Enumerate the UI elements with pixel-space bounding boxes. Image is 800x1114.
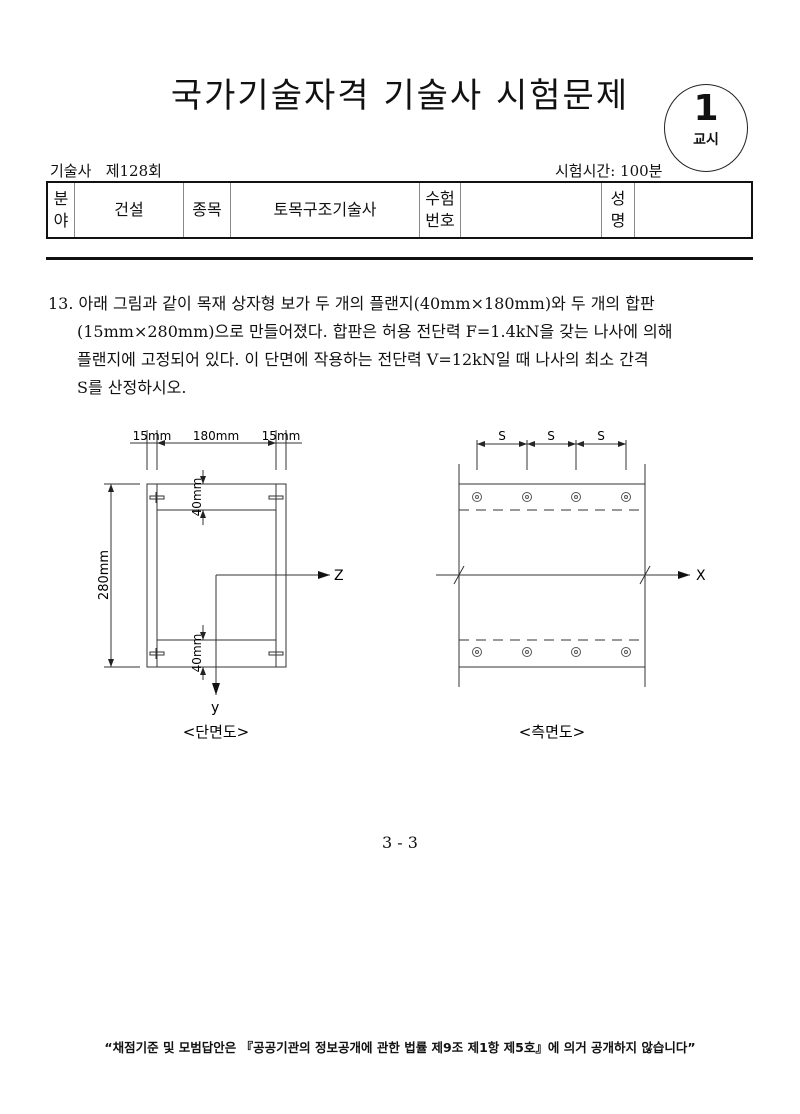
name-field[interactable] xyxy=(634,181,753,239)
exam-number-field[interactable] xyxy=(460,181,602,239)
field-value: 건설 xyxy=(74,181,184,239)
side-caption: <측면도> xyxy=(519,723,586,741)
question-line: 플랜지에 고정되어 있다. 이 단면에 작용하는 전단력 V=12kN일 때 나… xyxy=(77,350,649,369)
spacing-label: S xyxy=(597,429,605,443)
exam-round: 기술사 제128회 xyxy=(50,162,162,180)
period-number: 1 xyxy=(693,88,719,129)
exam-title: 국가기술자격 기술사 시험문제 xyxy=(170,76,630,116)
side-view-drawing xyxy=(436,440,690,687)
item-label: 종목 xyxy=(183,181,231,239)
question-text: 13. 아래 그림과 같이 목재 상자형 보가 두 개의 플랜지(40mm×18… xyxy=(48,290,756,402)
dim-right-label: 15mm xyxy=(262,429,301,443)
question-line: S를 산정하시오. xyxy=(77,378,187,397)
item-value: 토목구조기술사 xyxy=(230,181,420,239)
spacing-label: S xyxy=(547,429,555,443)
axis-x-label: X xyxy=(696,568,706,584)
dim-flange-bottom-label: 40mm xyxy=(190,634,204,673)
period-label: 교시 xyxy=(693,132,719,148)
footer-notice: “채점기준 및 모범답안은 『공공기관의 정보공개에 관한 법률 제9조 제1항… xyxy=(104,1040,696,1055)
axis-z-label: Z xyxy=(334,568,344,584)
spacing-label: S xyxy=(498,429,506,443)
axis-y-label: y xyxy=(211,700,219,716)
divider xyxy=(46,257,753,260)
question-line: 13. 아래 그림과 같이 목재 상자형 보가 두 개의 플랜지(40mm×18… xyxy=(48,294,655,313)
question-line: (15mm×280mm)으로 만들어졌다. 합판은 허용 전단력 F=1.4kN… xyxy=(77,322,673,341)
dim-left-label: 15mm xyxy=(133,429,172,443)
exam-time: 시험시간: 100분 xyxy=(555,162,663,180)
period-badge: 1 교시 xyxy=(664,84,748,172)
dim-height-label: 280mm xyxy=(97,550,112,600)
dim-middle-label: 180mm xyxy=(193,429,239,443)
section-view-drawing xyxy=(104,430,330,695)
section-caption: <단면도> xyxy=(183,723,250,741)
page-number: 3 - 3 xyxy=(382,833,418,852)
dim-flange-top-label: 40mm xyxy=(190,478,204,517)
